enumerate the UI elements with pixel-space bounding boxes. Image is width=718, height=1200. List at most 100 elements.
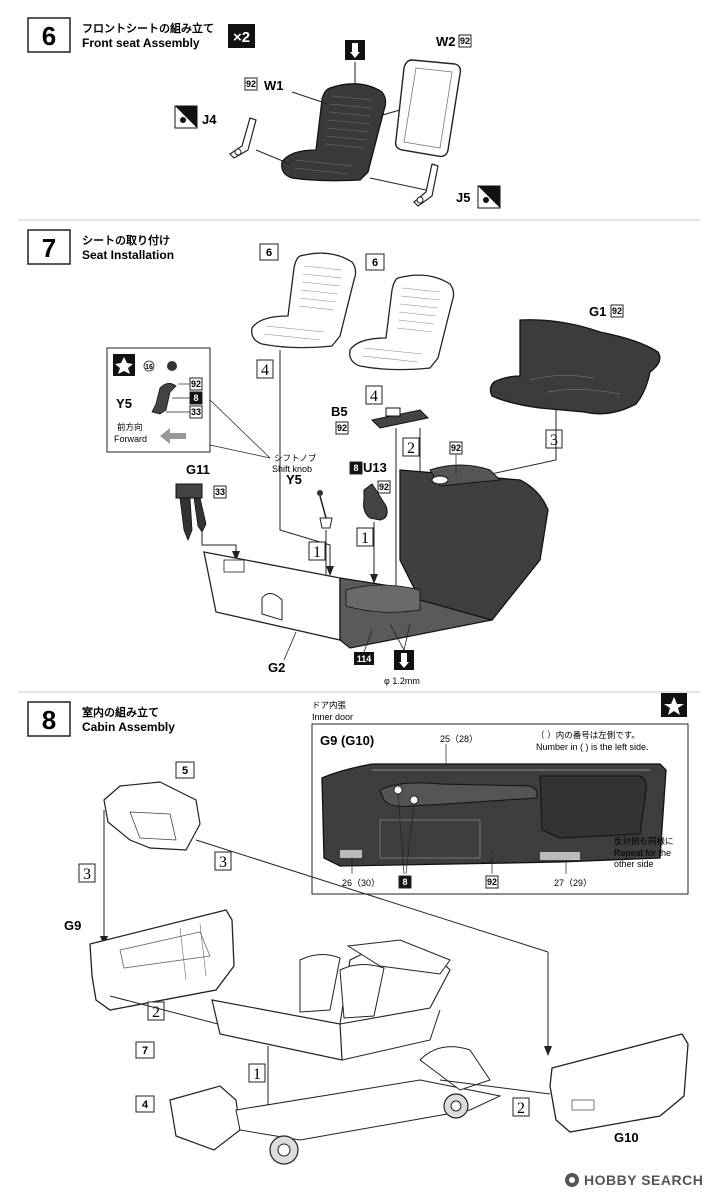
leader-line (255, 149, 291, 165)
color-number: 16 (145, 364, 153, 371)
seat-rail-b5 (370, 407, 430, 429)
color-callout: 27（29） (554, 878, 592, 888)
shift-knob-label-jp: シフトノブ (274, 453, 317, 464)
door-panel-g10 (549, 1033, 689, 1133)
color-box (349, 461, 363, 475)
cabin-subassembly (211, 939, 451, 1061)
inner-door-detail-panel: G9 (G10) 25（28） （ ）内の番号は左側です。 Number in … (311, 723, 689, 895)
part-label-g1: G1 (589, 304, 606, 319)
part-label-g10: G10 (614, 1130, 639, 1145)
order-box (545, 429, 563, 449)
watermark: HOBBY SEARCH (565, 1172, 703, 1188)
shift-knob-part (151, 383, 177, 415)
color-box (398, 875, 412, 889)
star-icon (664, 697, 684, 715)
forward-label-en: Forward (114, 434, 147, 444)
drill-hole-icon (394, 650, 414, 670)
inner-door-label-en: Inner door (312, 712, 353, 722)
panel-title: G9 (G10) (320, 733, 374, 748)
color-box (458, 34, 472, 48)
front-seat-right (349, 274, 455, 371)
color-callout: 26（30） (342, 878, 380, 888)
color-number: 92 (451, 443, 461, 453)
order-box (512, 1097, 530, 1117)
color-number: 92 (379, 482, 389, 492)
step-number: 6 (42, 21, 56, 51)
part-label-b5: B5 (331, 404, 348, 419)
left-side-note-en: Number in ( ) is the left side. (536, 742, 649, 752)
rear-seat-g1 (489, 319, 661, 415)
seat-back-frame-w2 (394, 59, 462, 158)
floor-tub-g2 (203, 464, 549, 649)
step-reference: 5 (182, 765, 188, 777)
order-box (402, 437, 420, 457)
order-number: 3 (550, 432, 558, 449)
leader-line (369, 177, 427, 191)
forward-arrow-icon (160, 428, 186, 444)
color-box (244, 77, 258, 91)
part-label-y5: Y5 (116, 396, 132, 411)
step-title-en: Seat Installation (82, 248, 174, 262)
order-box (256, 359, 274, 379)
step-reference: 6 (266, 247, 272, 259)
part-label-j4: J4 (202, 112, 217, 127)
step-8: 8 室内の組み立て Cabin Assembly ドア内張 Inner door… (27, 693, 689, 1165)
order-box (308, 541, 326, 561)
color-number: 114 (357, 654, 372, 664)
order-number: 1 (361, 530, 369, 547)
color-box (485, 875, 499, 889)
order-box (365, 385, 383, 405)
color-number: 92 (460, 36, 470, 46)
seat-shell-w1 (281, 83, 387, 182)
shift-knob-y5 (317, 490, 333, 529)
color-box (213, 485, 227, 499)
step-number-box (27, 701, 71, 737)
color-number: 8 (353, 463, 358, 473)
order-number: 2 (517, 1100, 525, 1117)
step-reference-box (259, 243, 279, 261)
color-box (377, 480, 391, 494)
forward-label-jp: 前方向 (117, 422, 143, 433)
color-number: 92 (191, 379, 201, 389)
step-reference-box (135, 1095, 155, 1113)
color-number: 33 (215, 487, 225, 497)
color-number: 92 (337, 423, 347, 433)
order-box (78, 863, 96, 883)
part-label-g9: G9 (64, 918, 81, 933)
step-title-jp: シートの取り付け (82, 233, 170, 247)
order-number: 2 (152, 1004, 160, 1021)
color-number: 92 (246, 79, 256, 89)
color-box (354, 652, 374, 665)
order-box (356, 527, 374, 547)
dashboard-assembly (103, 781, 201, 851)
color-box (335, 421, 349, 435)
step-reference: 4 (142, 1099, 149, 1111)
color-number: 8 (193, 393, 198, 403)
chassis-subassembly (169, 1046, 502, 1165)
step-reference-box (135, 1041, 155, 1059)
repeat-note-jp: 反対側も同様に (614, 836, 674, 847)
drill-hole-icon (345, 40, 365, 60)
part-label-u13: U13 (363, 460, 387, 475)
repeat-note-en-1: Repeat for the (614, 848, 671, 858)
order-box (248, 1063, 266, 1083)
color-callout: 25（28） (440, 734, 478, 744)
step-reference-box (175, 761, 195, 779)
part-label-j5: J5 (456, 190, 470, 205)
shift-boot-u13 (363, 483, 388, 521)
step-reference: 6 (372, 257, 378, 269)
color-number: 33 (191, 407, 201, 417)
inner-door-label-jp: ドア内張 (312, 700, 347, 711)
front-seat-left (251, 252, 357, 349)
step-title-jp: フロントシートの組み立て (82, 21, 214, 35)
step-number-box (27, 229, 71, 265)
step-number: 8 (42, 705, 56, 735)
step-title-jp: 室内の組み立て (82, 705, 159, 719)
order-number: 4 (261, 362, 269, 379)
step-number: 7 (42, 233, 56, 263)
step-number-box (27, 17, 71, 53)
part-label-g2: G2 (268, 660, 285, 675)
order-number: 2 (407, 440, 415, 457)
order-number: 3 (219, 854, 227, 871)
